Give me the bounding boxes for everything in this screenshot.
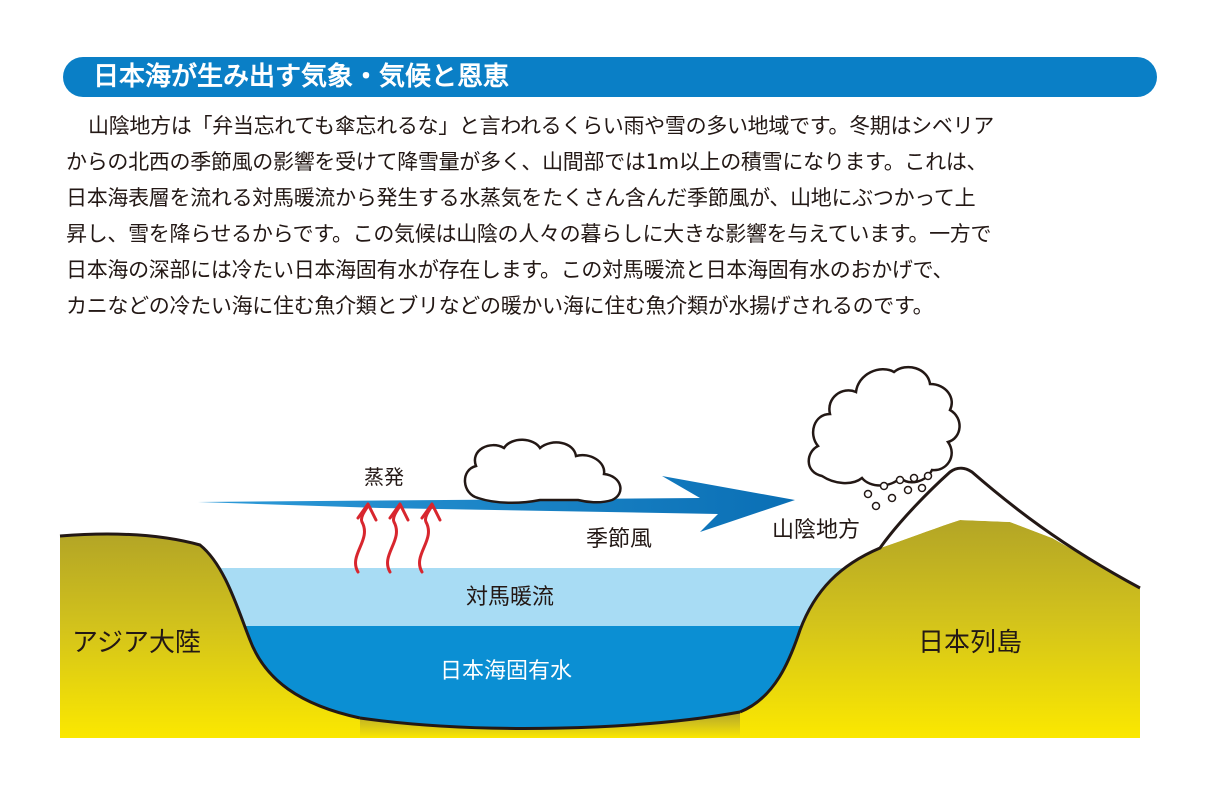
title-bar: 日本海が生み出す気象・気候と恩恵 bbox=[63, 57, 1157, 97]
paragraph-line: 日本海表層を流れる対馬暖流から発生する水蒸気をたくさん含んだ季節風が、山地にぶつ… bbox=[66, 186, 976, 210]
paragraph-line: 昇し、雪を降らせるからです。この気候は山陰の人々の暮らしに大きな影響を与えていま… bbox=[66, 222, 992, 246]
tsushima-warm-current bbox=[200, 568, 850, 628]
asia-outline bbox=[59, 532, 361, 720]
paragraph-line: 日本海の深部には冷たい日本海固有水が存在します。この対馬暖流と日本海固有水のおか… bbox=[66, 258, 954, 282]
monsoon-arrow bbox=[198, 476, 795, 532]
tsushima-current-label: 対馬暖流 bbox=[466, 585, 554, 610]
paragraph-line: からの北西の季節風の影響を受けて降雪量が多く、山間部では1m以上の積雪になります… bbox=[66, 150, 988, 174]
body-paragraph: 山陰地方は「弁当忘れても傘忘れるな」と言われるくらい雨や雪の多い地域です。冬期は… bbox=[66, 108, 1166, 324]
japan-label: 日本列島 bbox=[918, 628, 1022, 658]
cumulus-cloud bbox=[807, 365, 961, 487]
asia-label: アジア大陸 bbox=[72, 628, 201, 658]
sea-floor bbox=[360, 712, 740, 738]
japan-sea-water-label: 日本海固有水 bbox=[440, 659, 572, 684]
san-in-label: 山陰地方 bbox=[772, 518, 860, 543]
snowflakes bbox=[863, 471, 933, 511]
paragraph-line: 山陰地方は「弁当忘れても傘忘れるな」と言われるくらい雨や雪の多い地域です。冬期は… bbox=[88, 114, 994, 138]
paragraph-line: カニなどの冷たい海に住む魚介類とブリなどの暖かい海に住む魚介類が水揚げされるので… bbox=[66, 294, 934, 318]
snow-cap bbox=[880, 468, 1052, 548]
evaporation-label: 蒸発 bbox=[364, 465, 404, 489]
japan-landmass bbox=[740, 520, 1140, 738]
monsoon-label: 季節風 bbox=[586, 527, 652, 552]
small-cloud bbox=[463, 438, 622, 504]
page-title: 日本海が生み出す気象・気候と恩恵 bbox=[93, 62, 510, 92]
japan-sea-proper-water bbox=[232, 626, 820, 729]
sea-floor-outline bbox=[359, 710, 741, 730]
evaporation-arrows bbox=[354, 502, 442, 574]
japan-outline bbox=[739, 466, 1141, 714]
